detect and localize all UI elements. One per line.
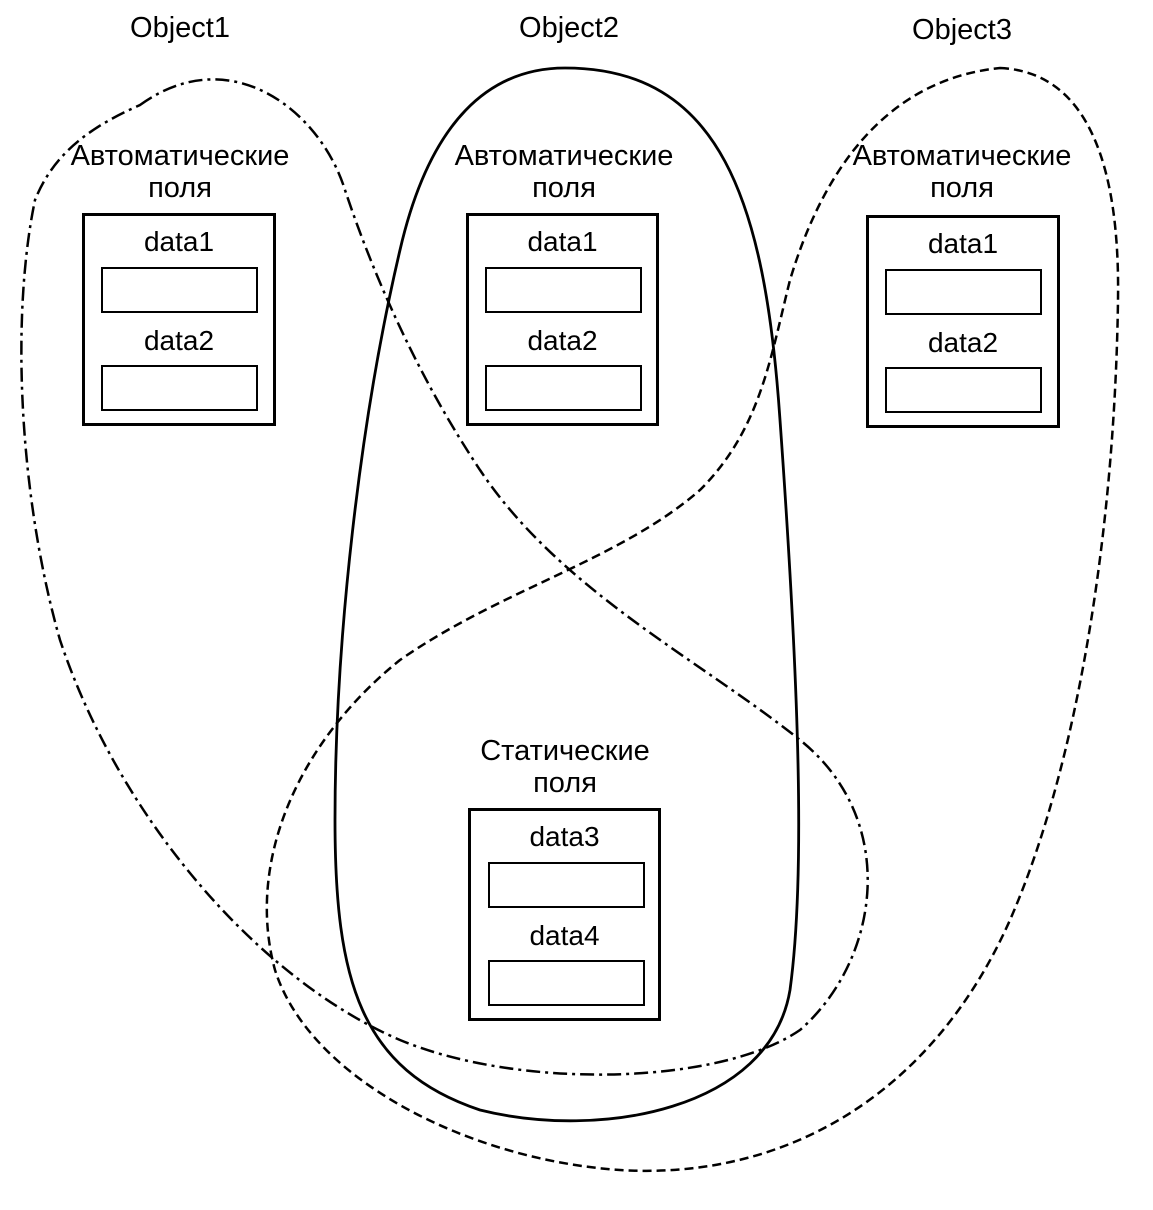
object1-outline	[20, 78, 869, 1076]
object2-title: Object2	[519, 12, 619, 44]
object1-field-slot-1	[101, 267, 258, 313]
object1-field-slot-2	[101, 365, 258, 411]
object2-field-label-1: data1	[527, 226, 598, 257]
object3-fields-box: data1 data2	[866, 215, 1060, 428]
static-fields-heading: Статические поля	[480, 735, 650, 800]
object3-field-slot-2	[885, 367, 1042, 413]
object2-outline	[333, 66, 801, 1123]
object3-field-label-2: data2	[927, 327, 999, 358]
object1-field-label-1: data1	[143, 226, 215, 257]
static-field-label-1: data3	[529, 821, 600, 852]
object3-field-label-1: data1	[927, 228, 999, 259]
object3-title: Object3	[912, 14, 1012, 46]
object1-title: Object1	[130, 12, 230, 44]
object2-fields-box: data1 data2	[466, 213, 659, 426]
object2-field-label-2: data2	[527, 325, 598, 356]
object1-automatic-fields-heading: Автоматические поля	[70, 140, 290, 205]
object1-field-label-2: data2	[143, 325, 215, 356]
static-field-slot-1	[488, 862, 645, 908]
static-field-label-2: data4	[529, 920, 600, 951]
static-field-slot-2	[488, 960, 645, 1006]
object3-outline	[265, 66, 1120, 1173]
static-fields-box: data3 data4	[468, 808, 661, 1021]
object1-fields-box: data1 data2	[82, 213, 276, 426]
object2-automatic-fields-heading: Автоматические поля	[454, 140, 674, 205]
object3-automatic-fields-heading: Автоматические поля	[852, 140, 1072, 205]
object2-field-slot-1	[485, 267, 642, 313]
object3-field-slot-1	[885, 269, 1042, 315]
object2-field-slot-2	[485, 365, 642, 411]
